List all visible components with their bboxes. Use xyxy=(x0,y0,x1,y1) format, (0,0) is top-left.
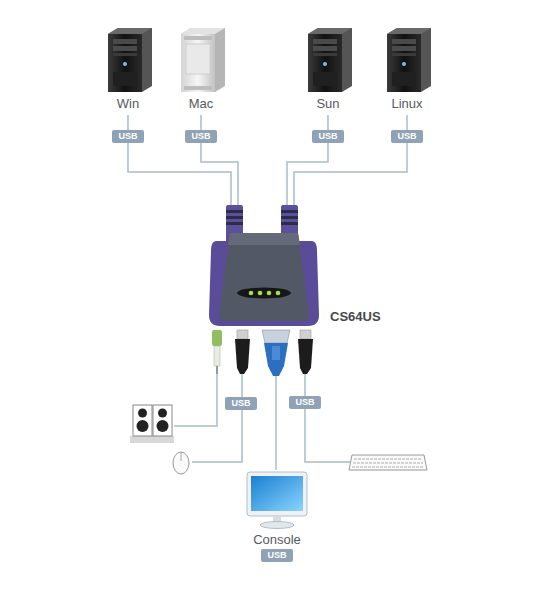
peripheral-cable xyxy=(192,372,242,462)
mouse xyxy=(173,452,189,474)
speakers xyxy=(157,420,169,432)
console-label: Console xyxy=(229,532,325,548)
usb-cable xyxy=(287,115,328,205)
cable-plug xyxy=(264,343,288,376)
computer-icon xyxy=(387,28,431,92)
device-model-name: CS64US xyxy=(330,309,381,325)
kvm-switch-body xyxy=(208,205,320,328)
monitor-icon xyxy=(247,472,307,516)
monitor-icon xyxy=(260,522,294,529)
kvm-switch-body xyxy=(226,210,243,213)
mouse xyxy=(181,452,182,461)
speakers xyxy=(137,420,149,432)
speakers xyxy=(153,405,172,436)
peripheral-cable xyxy=(174,372,217,426)
kvm-switch-body xyxy=(237,288,291,299)
computer-name: Linux xyxy=(391,96,422,112)
keyboard xyxy=(349,455,427,470)
computer-icon xyxy=(308,28,352,92)
speakers xyxy=(138,409,147,418)
speakers xyxy=(133,405,152,436)
kvm-switch-body xyxy=(258,291,263,296)
kvm-switch-body xyxy=(226,222,243,225)
cable-plug xyxy=(212,330,313,376)
cable-plug xyxy=(235,339,250,374)
cable-plug xyxy=(214,346,220,366)
kvm-switch-body xyxy=(281,216,298,219)
computer-label: Linux xyxy=(391,96,422,112)
kvm-switch-body xyxy=(281,222,298,225)
keyboard xyxy=(349,455,427,470)
computer-name: Sun xyxy=(316,96,339,112)
port-badge: USB xyxy=(289,396,320,409)
kvm-switch-body xyxy=(228,233,300,245)
kvm-switch-body xyxy=(226,216,243,219)
speakers xyxy=(130,405,174,443)
cable-plug xyxy=(300,330,311,339)
cable-plug xyxy=(262,330,290,343)
peripheral-cable xyxy=(174,372,350,462)
keyboard xyxy=(354,458,422,460)
peripheral-cable xyxy=(305,372,350,462)
speakers xyxy=(158,409,167,418)
cable-plug xyxy=(237,330,248,339)
cable-plug xyxy=(216,366,218,374)
computer-icon xyxy=(108,28,152,92)
keyboard xyxy=(353,462,423,464)
kvm-switch-body xyxy=(281,210,298,213)
port-badge: USB xyxy=(261,549,292,562)
cable-badge: USB xyxy=(391,130,422,143)
computer-label: Win xyxy=(117,96,139,112)
kvm-switch-body xyxy=(249,291,254,296)
computer-icon xyxy=(108,28,431,92)
mouse xyxy=(173,452,189,474)
cable-badge: USB xyxy=(312,130,343,143)
usb-cable xyxy=(201,115,238,205)
cable-plug xyxy=(272,346,280,360)
port-badge: USB xyxy=(225,397,256,410)
monitor-icon xyxy=(251,476,303,511)
computer-name: Win xyxy=(117,96,139,112)
keyboard xyxy=(352,466,424,468)
console-monitor: Console xyxy=(229,470,325,548)
usb-cable xyxy=(294,115,407,205)
kvm-switch-body xyxy=(267,291,272,296)
computer-name: Mac xyxy=(189,96,214,112)
usb-cable xyxy=(128,115,231,205)
cable-badge: USB xyxy=(112,130,143,143)
kvm-switch-body xyxy=(276,291,281,296)
cable-plug xyxy=(212,330,222,346)
computer-label: Sun xyxy=(316,96,339,112)
computer-label: Mac xyxy=(189,96,214,112)
speakers xyxy=(130,436,174,443)
cable-badge: USB xyxy=(185,130,216,143)
cable-plug xyxy=(298,339,313,374)
kvm-switch: CS64US xyxy=(208,205,320,328)
monitor-icon xyxy=(229,470,325,532)
computer-icon xyxy=(181,28,225,92)
kvm-switch-body xyxy=(219,233,309,321)
